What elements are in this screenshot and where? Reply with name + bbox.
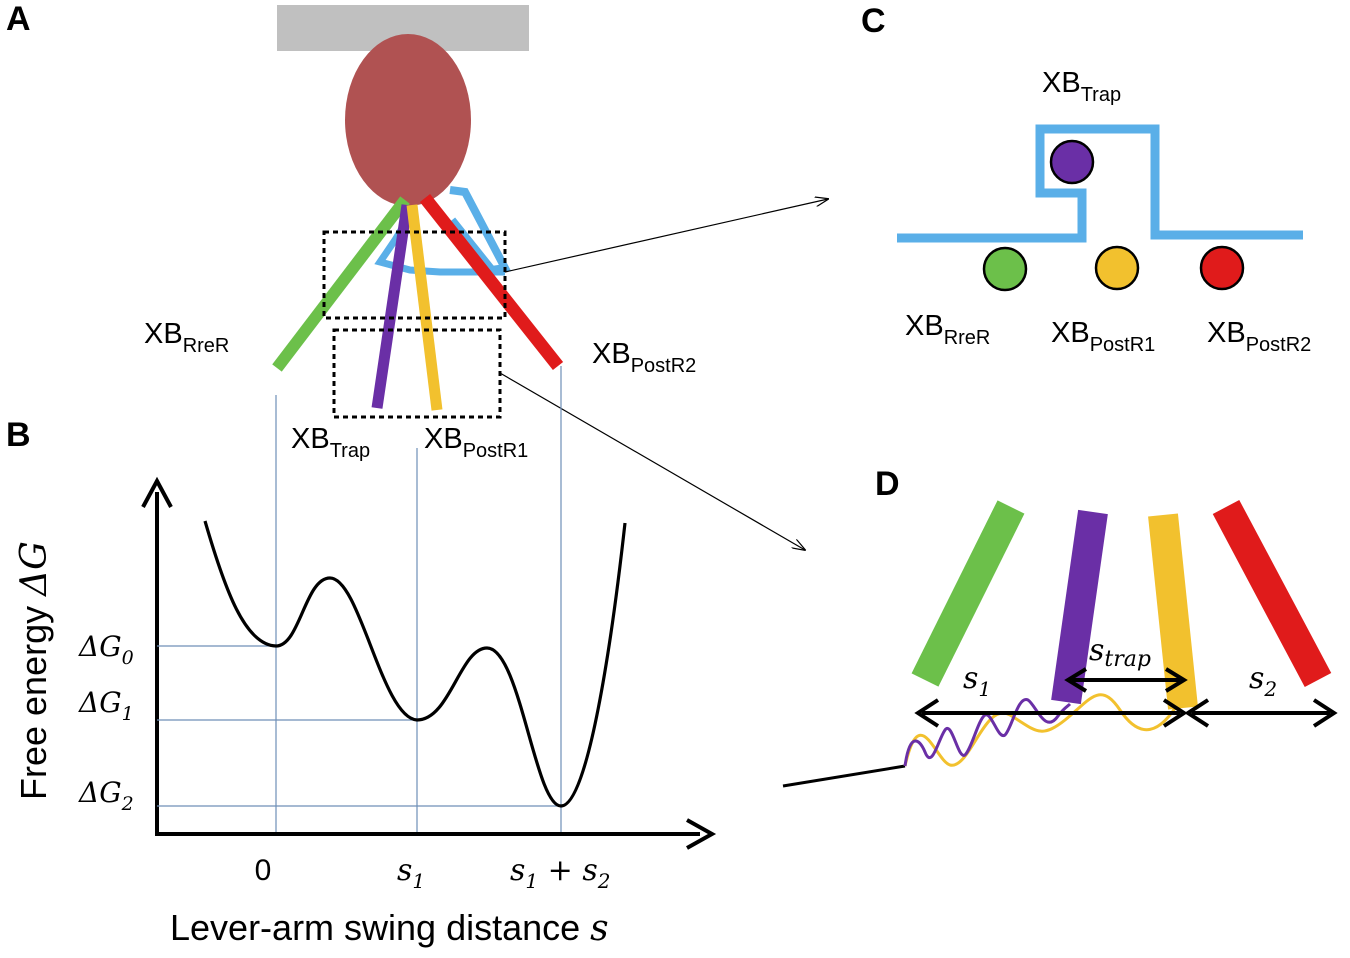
lever-arm-group-a: [272, 186, 564, 411]
zoom-arrow-to-c: [504, 199, 828, 273]
label-s2-d: s2: [1249, 661, 1277, 701]
panel-label-a: A: [6, 0, 31, 38]
lever-postr2: [419, 193, 564, 371]
zoom-box-tips: [332, 328, 502, 419]
lever-trap: [371, 204, 413, 409]
y-axis-arrowhead: [141, 476, 173, 508]
distance-arrow-strap: [1064, 667, 1188, 693]
linker-path-c: [897, 124, 1303, 243]
distance-arrow-s1: [914, 698, 1188, 728]
label-xb-trap-a: XBTrap: [291, 423, 370, 462]
panel-label-d: D: [875, 465, 900, 503]
state-dot-postr2: [1199, 245, 1245, 291]
tick-label-s1-plus-s2: s1 + s2: [510, 853, 611, 893]
label-delta-g0: ΔG0: [78, 630, 134, 669]
label-delta-g1: ΔG1: [78, 686, 134, 725]
lever-rrer: [272, 196, 410, 372]
label-xb-rrer-a: XBRreR: [144, 318, 229, 357]
state-dot-rrer: [982, 246, 1028, 292]
panel-label-c: C: [861, 2, 886, 40]
lever-postr1: [406, 204, 443, 411]
myosin-head: [345, 34, 471, 206]
state-dot-trap: [1049, 139, 1095, 185]
lever-bar-rrer-d: [911, 500, 1025, 687]
x-axis-arrowhead: [686, 818, 717, 850]
label-s1-d: s1: [963, 661, 991, 701]
label-delta-g2: ΔG2: [78, 776, 134, 815]
label-xb-postr1-c: XBPostR1: [1051, 317, 1155, 356]
free-energy-curve: [203, 520, 627, 808]
tick-label-zero: 0: [255, 854, 272, 887]
label-xb-postr2-a: XBPostR2: [592, 338, 696, 377]
label-xb-trap-c: XBTrap: [1042, 67, 1121, 106]
lever-bar-trap-d: [1051, 509, 1108, 705]
label-xb-postr2-c: XBPostR2: [1207, 317, 1311, 356]
state-dot-postr1: [1094, 245, 1140, 291]
distance-arrow-s2: [1184, 698, 1338, 728]
y-axis-label: Free energy ΔG: [13, 541, 55, 800]
label-xb-rrer-c: XBRreR: [905, 310, 990, 349]
panel-label-b: B: [6, 416, 31, 454]
tether-line: [782, 764, 906, 788]
label-strap-d: strap: [1089, 633, 1151, 672]
zoom-arrow-to-d: [499, 372, 805, 550]
lever-bar-postr2-d: [1212, 499, 1332, 688]
tick-label-s1: s1: [397, 853, 425, 893]
zoom-box-linker: [322, 230, 507, 320]
label-xb-postr1-a: XBPostR1: [424, 423, 528, 462]
spring-purple: [903, 698, 1072, 767]
x-axis-label: Lever-arm swing distance s: [170, 907, 609, 949]
